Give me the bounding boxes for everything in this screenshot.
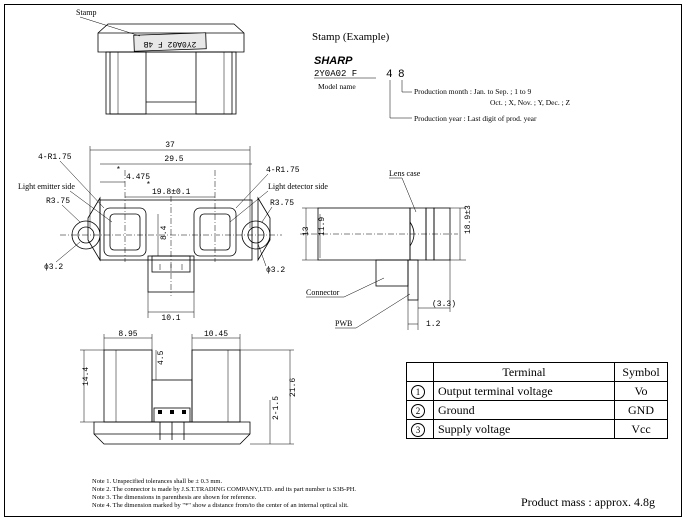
production-month-line1: Production month : Jan. to Sep. ; 1 to 9: [414, 87, 532, 96]
dim-star-2: *: [146, 181, 151, 190]
lens-case-label: Lens case: [389, 169, 421, 178]
header-symbol: Symbol: [614, 362, 668, 382]
dim-r375-left: R3.75: [46, 197, 70, 206]
connector-label: Connector: [306, 288, 340, 297]
note-3: Note 3. The dimensions in parenthesis ar…: [92, 494, 257, 501]
table-row: 3 Supply voltage Vcc: [406, 419, 668, 439]
dim-37: 37: [165, 141, 175, 150]
terminal-symbol: Vcc: [614, 419, 668, 439]
dim-phi32-right: ϕ3.2: [266, 266, 285, 275]
dim-4r175-right: 4-R1.75: [266, 166, 300, 175]
dim-14-4: 14.4: [82, 367, 91, 386]
dim-phi32-left: ϕ3.2: [44, 263, 63, 272]
terminal-name: Ground: [433, 400, 615, 420]
product-mass: Product mass : approx. 4.8g: [521, 495, 655, 509]
dim-29-5: 29.5: [164, 155, 183, 164]
dim-8-4: 8.4: [160, 225, 169, 240]
row-number: 3: [406, 419, 434, 439]
dim-13: 13: [302, 226, 311, 236]
terminal-symbol: Vo: [614, 381, 668, 401]
terminal-table: Terminal Symbol 1 Output terminal voltag…: [406, 362, 668, 439]
model-name-label: Model name: [318, 82, 356, 91]
dim-1-2: 1.2: [426, 320, 441, 329]
table-row: 1 Output terminal voltage Vo: [406, 381, 668, 401]
stamp-brand: SHARP: [314, 55, 353, 67]
stamp-example: Stamp (Example) SHARP 2Y0A02 F 4 8 Model…: [312, 31, 571, 123]
production-year: Production year : Last digit of prod. ye…: [414, 114, 537, 123]
table-header-row: Terminal Symbol: [406, 362, 668, 382]
stamp-year-digit: 4: [386, 69, 393, 81]
note-4: Note 4. The dimension marked by "*" show…: [92, 502, 349, 509]
dim-4-5: 4.5: [157, 350, 166, 365]
stamp-example-title: Stamp (Example): [312, 31, 390, 43]
side-view: Lens case Connector PWB 13 11.9 18.9±3 (…: [300, 169, 473, 330]
note-1: Note 1. Unspecified tolerances shall be …: [92, 478, 222, 485]
light-detector-label: Light detector side: [268, 182, 328, 191]
pwb-label: PWB: [335, 319, 352, 328]
notes: Note 1. Unspecified tolerances shall be …: [92, 478, 356, 509]
terminal-name: Output terminal voltage: [433, 381, 615, 401]
dim-19-8: 19.8±0.1: [152, 188, 191, 197]
stamp-label: Stamp: [76, 8, 96, 17]
dim-star-1: *: [116, 166, 121, 175]
row-number: 2: [406, 400, 434, 420]
bottom-view: 8.95 10.45 4.5 14.4 21.6 2-1.5: [80, 330, 298, 445]
dim-10-1: 10.1: [161, 314, 180, 323]
dim-18-9: 18.9±3: [464, 205, 473, 234]
row-number: 1: [406, 381, 434, 401]
production-month-line2: Oct. ; X, Nov. ; Y, Dec. ; Z: [490, 98, 571, 107]
table-row: 2 Ground GND: [406, 400, 668, 420]
top-view: 2Y0A02 F 4B Stamp: [76, 8, 245, 115]
dim-11-9: 11.9: [318, 217, 327, 236]
stamp-month-code: 8: [398, 69, 405, 81]
stamp-code: 2Y0A02 F: [314, 69, 357, 79]
dim-3-3: (3.3): [432, 300, 456, 309]
dim-10-45: 10.45: [204, 330, 228, 339]
dim-8-95: 8.95: [118, 330, 137, 339]
dim-2-1-5: 2-1.5: [272, 396, 281, 420]
front-view: 37 29.5 * 4.475 * 19.8±0.1 4-R1.75 4-R1.…: [18, 141, 328, 323]
sheet-frame: [4, 4, 682, 517]
table-header-blank: [406, 362, 434, 382]
note-2: Note 2. The connector is made by J.S.T.T…: [92, 486, 356, 493]
dim-4r175-left: 4-R1.75: [38, 153, 72, 162]
dim-4-475: 4.475: [126, 173, 150, 182]
dim-r375-right: R3.75: [270, 199, 294, 208]
light-emitter-label: Light emitter side: [18, 182, 75, 191]
terminal-name: Supply voltage: [433, 419, 615, 439]
header-terminal: Terminal: [433, 362, 615, 382]
stamp-text: 2Y0A02 F 4B: [143, 39, 196, 48]
dim-21-6: 21.6: [289, 378, 298, 397]
terminal-symbol: GND: [614, 400, 668, 420]
